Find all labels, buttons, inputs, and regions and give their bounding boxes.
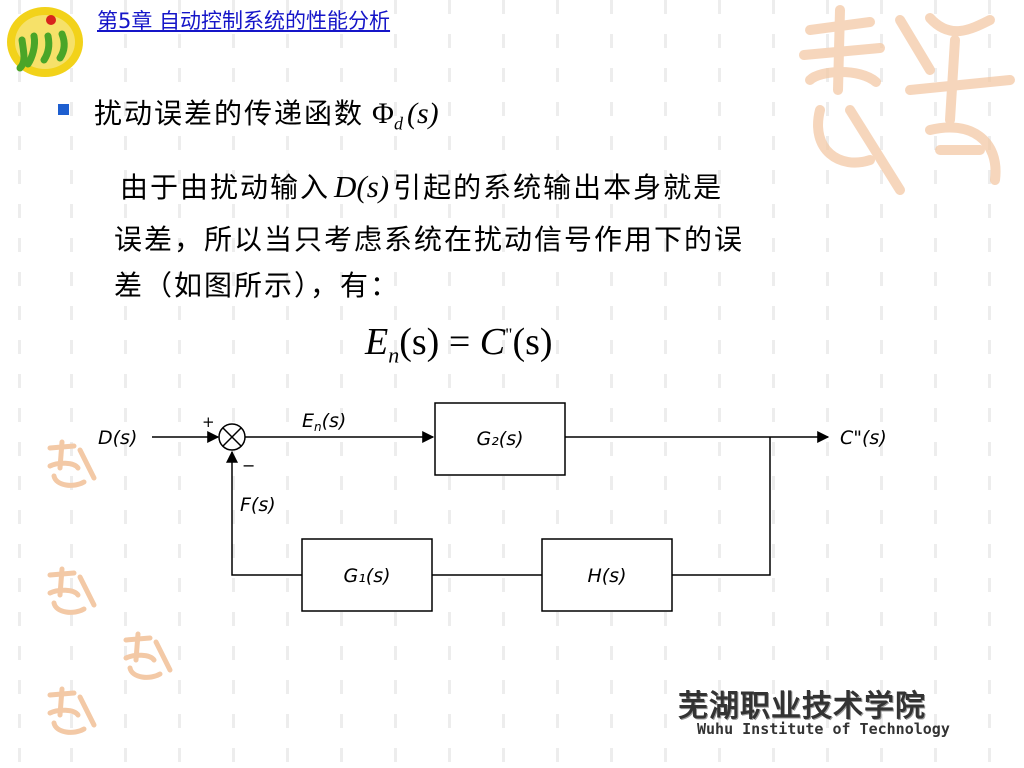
institute-name-cn: 芜湖职业技术学院: [678, 689, 926, 724]
formula-rhs: C: [479, 321, 506, 363]
feedback-block-h: [541, 538, 673, 612]
formula-rhs-arg: (s): [512, 321, 553, 363]
paragraph-line-3: 差（如图所示），有：: [114, 269, 401, 302]
phi-subscript: d: [393, 113, 403, 134]
bullet-marker: [58, 104, 69, 115]
feedback-signal-label: F(s): [240, 494, 276, 516]
output-label: C"(s): [840, 427, 887, 449]
feedback-line-right: [672, 437, 771, 576]
decorative-seal: [47, 566, 97, 615]
formula-lhs-arg: (s) =: [399, 321, 480, 363]
formula-lhs: E: [365, 321, 389, 363]
summing-junction: [218, 423, 246, 451]
paragraph-line-1-post: 引起的系统输出本身就是: [393, 171, 724, 204]
paragraph-line-2: 误差，所以当只考虑系统在扰动信号作用下的误: [114, 223, 745, 256]
forward-block-g2: [434, 402, 566, 476]
paragraph-line-1-pre: 由于由扰动输入: [120, 171, 331, 204]
feedback-block-g1: [301, 538, 433, 612]
decorative-seal: [123, 631, 173, 680]
error-formula: En(s) = C"(s): [365, 320, 553, 369]
feedback-line-left: [226, 450, 302, 576]
phi-symbol: Φ: [372, 97, 394, 130]
formula-lhs-sub: n: [388, 342, 400, 368]
school-logo: [7, 7, 83, 77]
block-diagram: D(s) + − En(s) G₂(s) C"(s) F(s) G₁(s) H(…: [98, 402, 887, 612]
phi-argument: (s): [406, 97, 439, 130]
feedback-block-1-label: G₁(s): [343, 565, 390, 587]
forward-block-label: G₂(s): [476, 428, 523, 450]
plus-sign: +: [202, 413, 215, 431]
error-label: En(s): [302, 410, 346, 434]
decorative-seal: [47, 686, 97, 735]
input-label: D(s): [98, 427, 137, 449]
section-heading-text: 扰动误差的传递函数: [94, 97, 365, 130]
decorative-calligraphy: [799, 5, 1015, 195]
minus-sign: −: [242, 456, 255, 475]
chapter-title[interactable]: 第5章 自动控制系统的性能分析: [97, 9, 391, 33]
disturbance-input-symbol: D(s): [334, 169, 390, 204]
decorative-seal: [47, 439, 97, 488]
institute-name-en: Wuhu Institute of Technology: [697, 720, 950, 738]
feedback-block-2-label: H(s): [587, 565, 626, 587]
formula-rhs-sup: ": [505, 324, 513, 345]
